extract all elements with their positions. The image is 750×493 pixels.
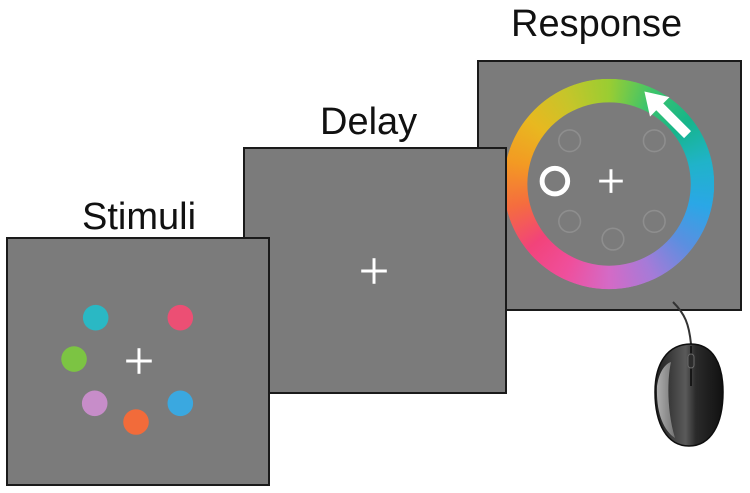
computer-mouse-icon xyxy=(654,301,724,447)
mouse-side-grip xyxy=(656,362,675,438)
stimuli-label: Stimuli xyxy=(82,196,197,238)
mouse-scroll-wheel xyxy=(687,353,695,369)
stimuli-screen-canvas xyxy=(61,304,194,435)
placeholder-circle xyxy=(558,129,582,153)
arrow-pointer-icon xyxy=(644,91,692,139)
response-screen xyxy=(477,60,742,311)
placeholder-circles xyxy=(558,129,666,251)
placeholder-circle xyxy=(642,129,666,153)
fixation-cross xyxy=(599,169,623,193)
delay-screen-canvas xyxy=(361,258,387,284)
mouse-cable xyxy=(672,301,692,345)
stimulus-dot-green xyxy=(61,346,87,372)
stimuli-screen xyxy=(6,237,270,486)
stimulus-dot-purple xyxy=(81,390,108,417)
delay-label: Delay xyxy=(320,101,418,143)
fixation-cross xyxy=(361,258,387,284)
placeholder-circle xyxy=(601,227,625,251)
stimulus-dot-teal xyxy=(82,304,109,331)
fixation-cross xyxy=(126,348,152,374)
stimulus-dot-pink xyxy=(167,304,194,331)
stimulus-dot-orange xyxy=(123,409,149,435)
delay-screen xyxy=(243,147,507,394)
color-wheel[interactable] xyxy=(503,78,715,290)
placeholder-circle xyxy=(642,209,666,234)
mouse-body xyxy=(654,343,724,447)
stimulus-dot-blue xyxy=(167,390,194,417)
response-label: Response xyxy=(511,3,683,45)
response-screen-canvas xyxy=(503,78,715,290)
placeholder-circle xyxy=(558,209,582,234)
selection-ring-marker xyxy=(539,165,571,197)
